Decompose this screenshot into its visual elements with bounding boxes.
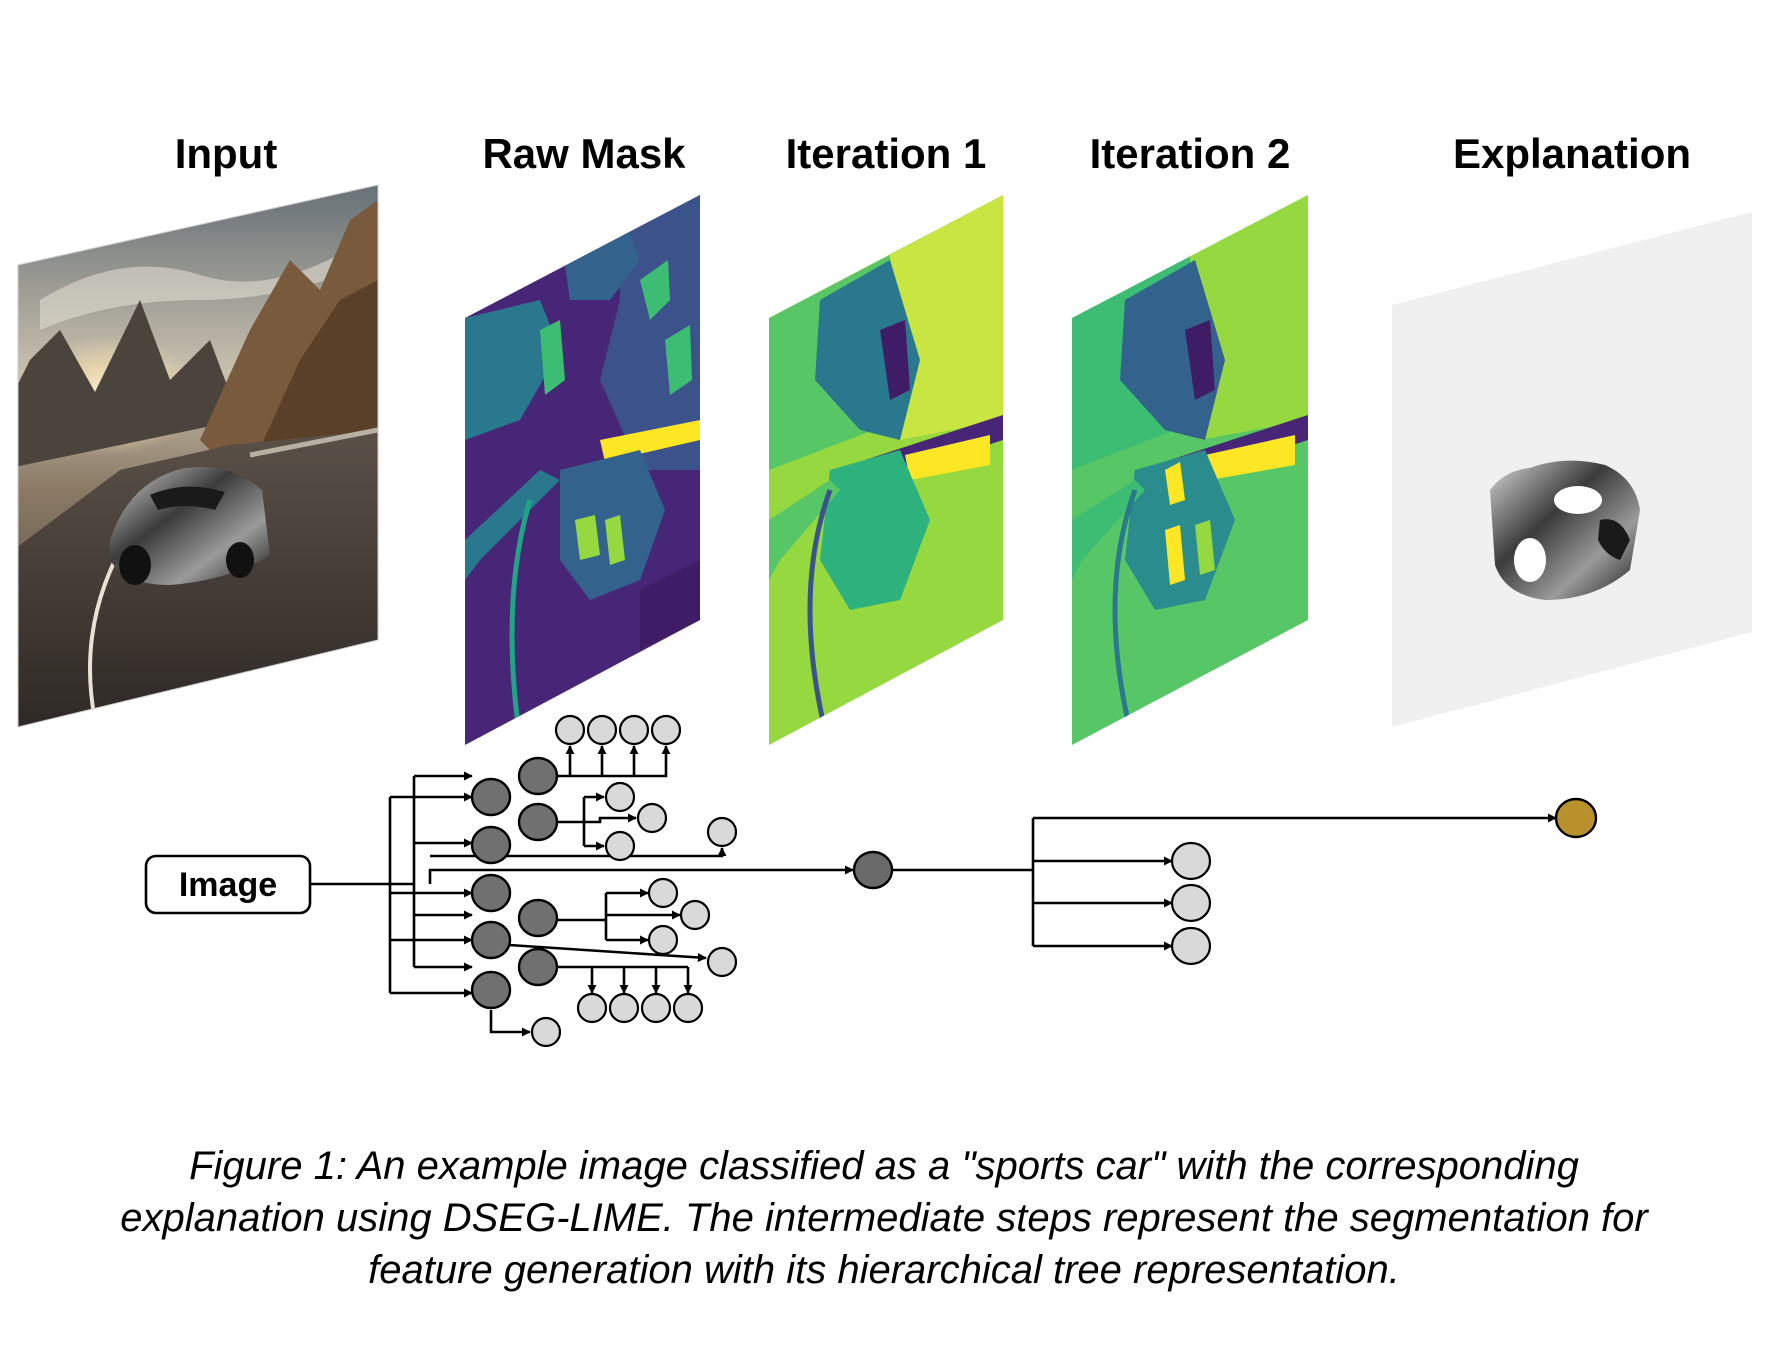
stage-title-iteration-2: Iteration 2 <box>1090 130 1291 177</box>
image-root-label: Image <box>179 866 277 904</box>
tree-leaf-node <box>647 924 679 956</box>
tree-leaf-node <box>1170 883 1212 923</box>
tree-leaf-node <box>640 992 672 1024</box>
input-image-panel <box>18 185 378 727</box>
mountains-left <box>18 300 240 470</box>
tree-node <box>470 873 512 913</box>
tree-leaf-node <box>1170 841 1212 881</box>
guardrail <box>249 427 378 458</box>
tree-leaf-node <box>650 714 682 746</box>
stage-title-iteration-1: Iteration 1 <box>786 130 987 177</box>
stage-title-input: Input <box>175 130 278 177</box>
explanation-car-segment <box>1490 460 1640 600</box>
figure-caption: Figure 1: An example image classified as… <box>120 1144 1648 1292</box>
tree-leaf-node <box>618 714 650 746</box>
stage-titles: Input Raw Mask Iteration 1 Iteration 2 E… <box>175 130 1691 177</box>
tree-leaf-node <box>586 714 618 746</box>
tree-leaf-node <box>679 899 711 931</box>
tree-leaf-node <box>576 992 608 1024</box>
tree-leaf-node <box>530 1016 562 1048</box>
iteration-2-panel <box>1072 195 1308 745</box>
raw-mask-panel <box>465 195 700 745</box>
tree-node <box>517 947 559 987</box>
tree-leaf-node <box>604 781 636 813</box>
tree-leaf-node <box>647 877 679 909</box>
tree-leaf-node <box>706 816 738 848</box>
tree-node <box>517 802 559 842</box>
sports-car <box>110 466 270 585</box>
stage-title-explanation: Explanation <box>1453 130 1691 177</box>
tree-leaf-node <box>636 802 668 834</box>
hierarchical-tree: Image <box>144 714 1598 1048</box>
tree-node <box>470 970 512 1010</box>
tree-leaf-node <box>554 714 586 746</box>
tree-leaf-node <box>1170 926 1212 966</box>
tree-leaf-node <box>608 992 640 1024</box>
tree-node <box>470 777 512 817</box>
tree-leaf-node <box>604 830 636 862</box>
explanation-node <box>1554 797 1598 839</box>
clouds <box>40 230 378 330</box>
tree-node <box>517 756 559 796</box>
explanation-panel <box>1392 212 1752 727</box>
tree-node <box>470 920 512 960</box>
tree-center-node <box>852 850 894 890</box>
tree-node <box>517 898 559 938</box>
tree-leaf-node <box>672 992 704 1024</box>
iteration-1-panel <box>769 195 1003 745</box>
stage-title-raw-mask: Raw Mask <box>482 130 686 177</box>
tree-leaf-node <box>706 946 738 978</box>
tree-node <box>470 825 512 865</box>
